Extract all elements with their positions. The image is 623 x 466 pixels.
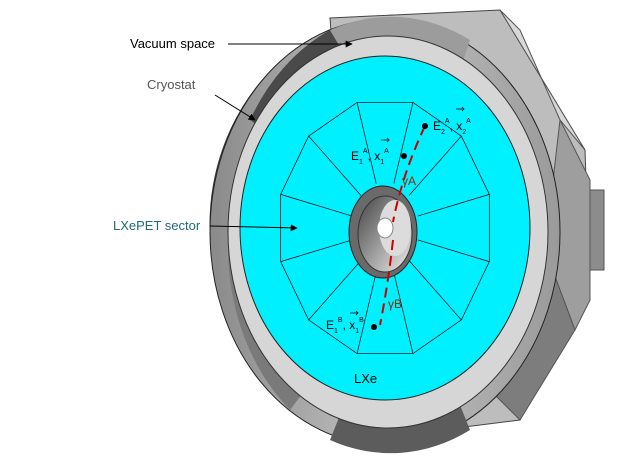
gamma-a-label: γA	[402, 174, 416, 188]
svg-text:E1A, x1A: E1A, x1A	[351, 148, 389, 166]
cryostat-label: Cryostat	[147, 77, 196, 92]
cryostat-arrow	[214, 94, 256, 121]
interaction-label-b1: E1B, x1B	[326, 310, 364, 335]
sector-divider	[308, 135, 362, 196]
sector-divider	[356, 102, 377, 184]
sector-lines	[280, 102, 490, 354]
gamma-b-track	[379, 239, 394, 326]
interaction-label-a2: E2A, x2A	[433, 106, 471, 136]
sector-divider	[417, 239, 490, 262]
interaction-label-a1: E1A, x1A	[351, 137, 390, 166]
gamma-a-track	[392, 125, 426, 223]
sector-divider	[356, 272, 377, 354]
sector-divider	[408, 135, 462, 196]
gamma-b-label: γB	[388, 297, 402, 311]
central-bore	[348, 185, 418, 279]
lxepet-sector-arrow	[209, 224, 298, 232]
sector-divider	[408, 260, 462, 321]
sector-divider	[417, 194, 490, 217]
vacuum-space-label: Vacuum space	[130, 36, 215, 51]
svg-text:E1B, x1B: E1B, x1B	[326, 317, 364, 335]
lxepet-sector-label: LXePET sector	[113, 218, 201, 233]
sector-divider	[280, 239, 353, 262]
svg-text:E2A, x2A: E2A, x2A	[433, 118, 471, 136]
sector-divider	[393, 102, 414, 184]
sector-divider	[393, 272, 414, 354]
interaction-point-a1	[401, 153, 407, 159]
lxe-label: LXe	[354, 371, 377, 386]
interaction-point-b1	[371, 324, 377, 330]
sector-divider	[308, 260, 362, 321]
interaction-point-a2	[422, 123, 428, 129]
sector-divider	[280, 194, 353, 217]
